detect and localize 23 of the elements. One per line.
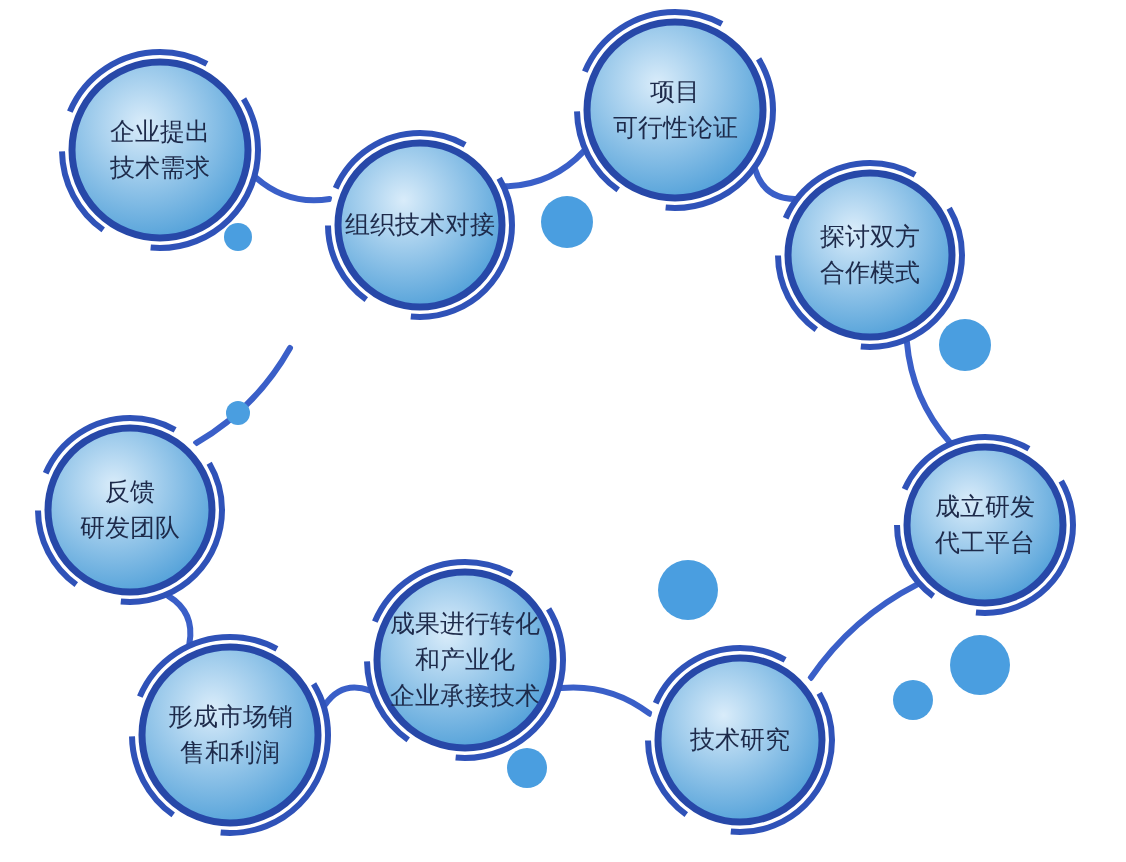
- step-label: 研发团队: [80, 512, 180, 544]
- process-circle: [34, 414, 226, 606]
- step-label: 成立研发代工平台: [934, 491, 1036, 559]
- process-circle: [893, 433, 1077, 617]
- step-label: 项目: [650, 76, 700, 108]
- connector-pipe: [193, 345, 293, 447]
- step-label: 成果进行转化和产业化: [389, 608, 541, 676]
- step-label: 组织技术对接: [345, 209, 495, 241]
- step-label: 企业承接技术: [390, 680, 540, 712]
- step-label: 技术研究: [690, 724, 790, 756]
- step-label: 探讨双方合作模式: [819, 221, 921, 289]
- process-circle: [644, 644, 836, 836]
- process-circle: [774, 159, 966, 351]
- process-circle: [324, 129, 516, 321]
- process-circle: [58, 48, 262, 252]
- process-circle: [573, 8, 777, 212]
- process-circle: [128, 633, 332, 837]
- step-label: 可行性论证: [612, 112, 738, 144]
- step-label: 形成市场销售和利润: [166, 701, 294, 769]
- step-label: 企业提出技术需求: [109, 116, 211, 184]
- step-label: 反馈: [105, 476, 155, 508]
- process-circle: [363, 558, 567, 762]
- connector-pipe: [807, 581, 921, 681]
